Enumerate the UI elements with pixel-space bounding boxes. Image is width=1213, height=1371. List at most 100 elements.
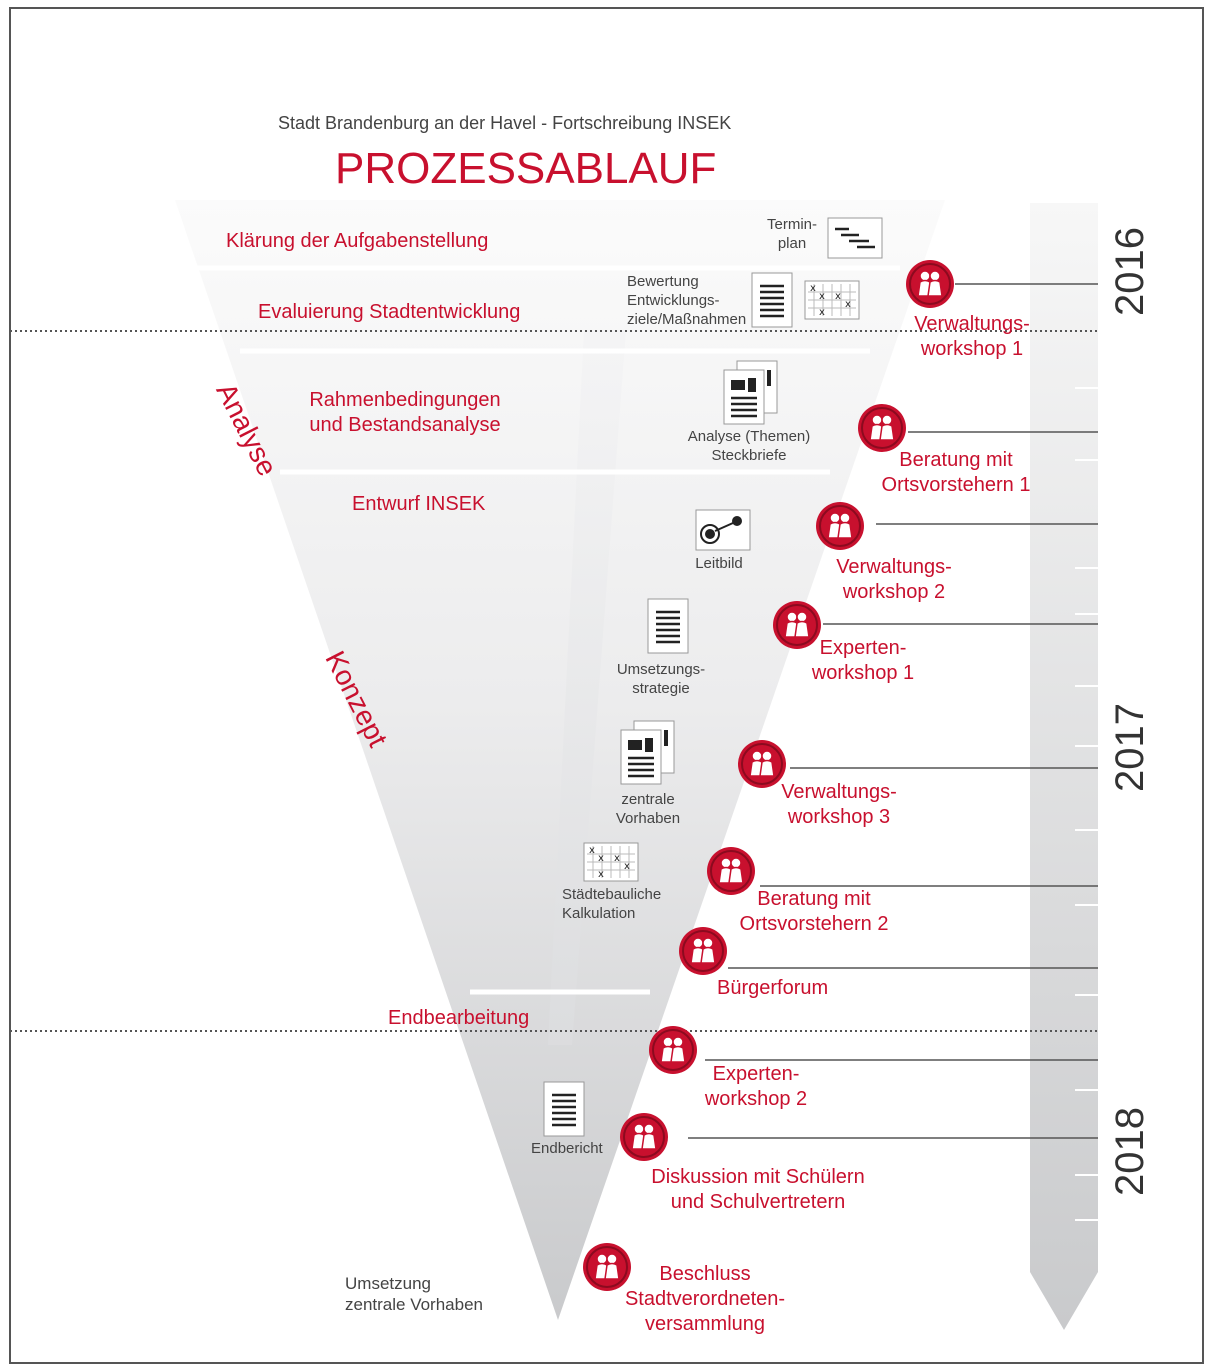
funnel-arrow xyxy=(548,330,626,1045)
event-beschluss-line1: Beschluss xyxy=(659,1263,751,1285)
event-verwaltungsworkshop-3: Verwaltungs- workshop 3 xyxy=(764,780,914,830)
document-icon xyxy=(751,272,793,328)
year-2017: 2017 xyxy=(1108,703,1152,792)
target-icon xyxy=(695,509,751,551)
label-bewertung-line2: Entwicklungs- xyxy=(627,291,720,309)
event-beratung-ortsvorsteher-2-line2: Ortsvorstehern 2 xyxy=(739,913,889,935)
label-steckbriefe-line2: Steckbriefe xyxy=(711,446,787,464)
document-icon xyxy=(543,1081,585,1137)
people-icon xyxy=(583,1243,631,1291)
phase-klaerung: Klärung der Aufgabenstellung xyxy=(226,230,489,252)
timeline-arrow xyxy=(1030,203,1098,1330)
event-expertenworkshop-2: Experten- workshop 2 xyxy=(688,1062,824,1112)
event-verwaltungsworkshop-3-line2: workshop 3 xyxy=(787,806,891,828)
gantt-icon xyxy=(827,217,883,259)
people-icon xyxy=(858,404,906,452)
funnel-separators xyxy=(180,265,900,995)
event-diskussion-schueler-line2: und Schulvertretern xyxy=(670,1191,846,1213)
event-beratung-ortsvorsteher-1-line2: Ortsvorstehern 1 xyxy=(881,474,1031,496)
year-dividers xyxy=(10,330,1098,1032)
label-steckbriefe: Analyse (Themen) Steckbriefe xyxy=(680,428,818,466)
label-leitbild: Leitbild xyxy=(695,555,743,572)
event-beratung-ortsvorsteher-2-line1: Beratung mit xyxy=(757,888,871,910)
document-icon xyxy=(647,598,689,654)
event-expertenworkshop-1-line2: workshop 1 xyxy=(811,662,915,684)
event-expertenworkshop-1-line1: Experten- xyxy=(819,637,907,659)
label-steckbriefe-line1: Analyse (Themen) xyxy=(687,428,811,445)
people-icon xyxy=(906,260,954,308)
event-expertenworkshop-2-line1: Experten- xyxy=(712,1063,800,1085)
label-kalkulation-line1: Städtebauliche xyxy=(562,886,662,903)
document-stack-icon xyxy=(620,720,675,785)
event-buergerforum: Bürgerforum xyxy=(717,977,829,999)
timeline-ticks xyxy=(1075,387,1098,1221)
label-kalkulation-line2: Kalkulation xyxy=(562,904,636,922)
event-verwaltungsworkshop-1: Verwaltungs- workshop 1 xyxy=(897,312,1047,362)
label-kalkulation: Städtebauliche Kalkulation xyxy=(562,886,661,924)
document-stack-icon xyxy=(723,360,778,425)
phase-rahmenbedingungen: Rahmenbedingungen und Bestandsanalyse xyxy=(300,388,510,438)
label-umsetzungsstrategie: Umsetzungs- strategie xyxy=(615,661,707,699)
label-umsetzungsstrategie-line2: strategie xyxy=(632,679,690,697)
label-bewertung: Bewertung Entwicklungs- ziele/Maßnahmen xyxy=(627,273,746,329)
event-verwaltungsworkshop-3-line1: Verwaltungs- xyxy=(781,781,897,803)
event-beschluss-line2: Stadtverordneten- xyxy=(624,1288,786,1310)
svg-text:x: x xyxy=(845,299,851,310)
svg-text:x: x xyxy=(598,869,604,880)
svg-text:x: x xyxy=(614,853,620,864)
event-verwaltungsworkshop-2-line2: workshop 2 xyxy=(842,581,946,603)
label-terminplan: Termin- plan xyxy=(752,216,832,254)
event-verwaltungsworkshop-1-line2: workshop 1 xyxy=(920,338,1024,360)
page-subtitle: Stadt Brandenburg an der Havel - Fortsch… xyxy=(278,113,732,133)
people-icon xyxy=(679,927,727,975)
label-terminplan-line1: Termin- xyxy=(766,216,817,233)
process-funnel xyxy=(175,200,945,1320)
svg-text:x: x xyxy=(835,291,841,302)
svg-text:x: x xyxy=(589,845,595,856)
event-beratung-ortsvorsteher-2: Beratung mit Ortsvorstehern 2 xyxy=(728,887,900,937)
label-bewertung-line1: Bewertung xyxy=(627,273,699,290)
event-beschluss-line3: versammlung xyxy=(644,1313,766,1335)
event-beratung-ortsvorsteher-1-line1: Beratung mit xyxy=(899,449,1013,471)
year-2018: 2018 xyxy=(1108,1107,1152,1196)
label-bewertung-line3: ziele/Maßnahmen xyxy=(627,310,747,328)
label-terminplan-line2: plan xyxy=(777,234,807,252)
event-diskussion-schueler: Diskussion mit Schülern und Schulvertret… xyxy=(648,1165,868,1215)
svg-text:x: x xyxy=(819,307,825,318)
people-icon xyxy=(738,740,786,788)
event-beratung-ortsvorsteher-1: Beratung mit Ortsvorstehern 1 xyxy=(870,448,1042,498)
phase-umsetzung-line1: Umsetzung xyxy=(345,1274,431,1293)
phase-endbearbeitung: Endbearbeitung xyxy=(388,1007,530,1029)
event-diskussion-schueler-line1: Diskussion mit Schülern xyxy=(651,1166,865,1188)
svg-text:x: x xyxy=(819,291,825,302)
people-icon xyxy=(816,502,864,550)
label-endbericht: Endbericht xyxy=(531,1140,603,1157)
page-title: PROZESSABLAUF xyxy=(335,144,717,193)
label-zentrale-vorhaben: zentrale Vorhaben xyxy=(608,791,688,829)
event-connectors xyxy=(688,283,1098,1139)
phase-rahmenbedingungen-line1: Rahmenbedingungen xyxy=(309,389,501,411)
people-icon xyxy=(707,847,755,895)
phase-umsetzung-line2: zentrale Vorhaben xyxy=(345,1295,483,1315)
page-frame xyxy=(9,7,1204,1364)
svg-text:x: x xyxy=(810,283,816,294)
event-verwaltungsworkshop-2: Verwaltungs- workshop 2 xyxy=(819,555,969,605)
event-beschluss: Beschluss Stadtverordneten- versammlung xyxy=(615,1262,795,1337)
svg-text:x: x xyxy=(624,861,630,872)
label-zentrale-vorhaben-line2: Vorhaben xyxy=(615,809,681,827)
phase-entwurf: Entwurf INSEK xyxy=(352,493,486,515)
event-expertenworkshop-1: Experten- workshop 1 xyxy=(795,636,931,686)
people-icon xyxy=(649,1026,697,1074)
year-2016: 2016 xyxy=(1108,227,1152,316)
phase-rahmenbedingungen-line2: und Bestandsanalyse xyxy=(309,414,501,436)
label-umsetzungsstrategie-line1: Umsetzungs- xyxy=(616,661,706,678)
people-icon xyxy=(773,601,821,649)
phase-evaluierung: Evaluierung Stadtentwicklung xyxy=(258,301,521,323)
event-expertenworkshop-2-line2: workshop 2 xyxy=(704,1088,808,1110)
svg-text:x: x xyxy=(598,853,604,864)
event-verwaltungsworkshop-2-line1: Verwaltungs- xyxy=(836,556,952,578)
